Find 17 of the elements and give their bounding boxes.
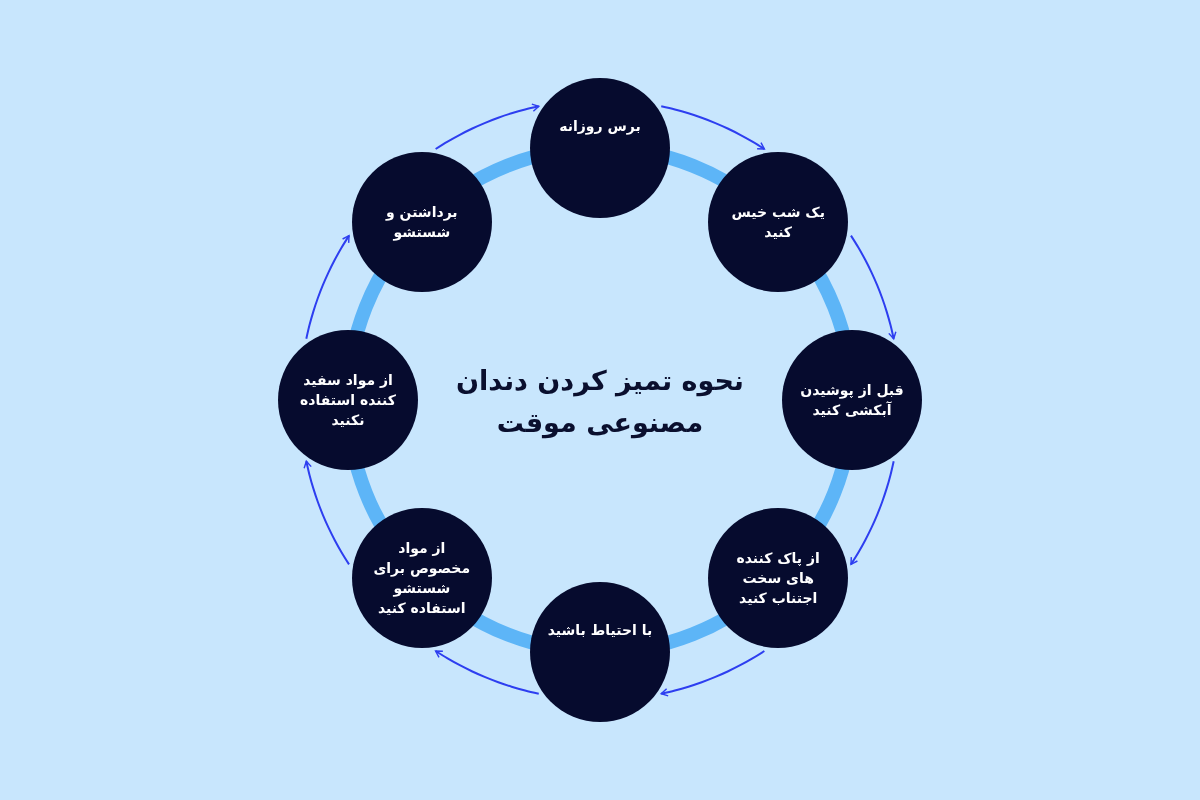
curved-arrow xyxy=(849,460,895,566)
step-label: یک شب خیس کنید xyxy=(730,202,826,242)
step-label: از مواد سفید کننده استفاده نکنید xyxy=(299,370,397,431)
step-label: برس روزانه xyxy=(559,116,641,137)
step-label: با احتیاط باشید xyxy=(547,620,653,640)
curved-arrow xyxy=(434,649,540,695)
step-label: از پاک کننده های سخت اجتناب کنید xyxy=(735,548,821,609)
step-label: برداشتن و شستشو xyxy=(384,202,459,243)
curved-arrow xyxy=(849,234,897,340)
curved-arrow xyxy=(434,103,540,151)
curved-arrow xyxy=(305,234,351,340)
curved-arrow xyxy=(660,105,766,151)
step-label: از مواد مخصوص برای شستشو استفاده کنید xyxy=(372,538,472,619)
curved-arrow xyxy=(303,460,351,566)
diagram-title: نحوه تمیز کردن دندان مصنوعی موقت xyxy=(455,364,745,441)
step-label: قبل از پوشیدن آبکشی کنید xyxy=(799,380,905,420)
curved-arrow xyxy=(660,649,766,697)
